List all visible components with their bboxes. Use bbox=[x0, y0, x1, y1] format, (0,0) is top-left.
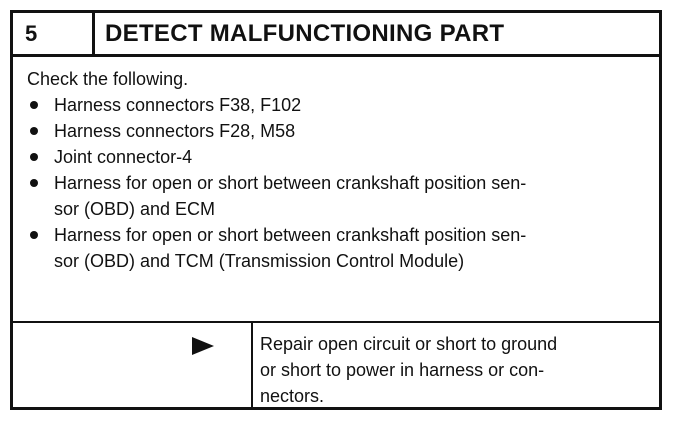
intro-text: Check the following. bbox=[27, 69, 189, 89]
step-header: 5 DETECT MALFUNCTIONING PART bbox=[13, 13, 659, 57]
list-item: Harness for open or short between cranks… bbox=[27, 222, 649, 274]
right-arrow-icon bbox=[192, 337, 214, 355]
list-item: Harness for open or short between cranks… bbox=[27, 170, 649, 222]
result-text: Repair open circuit or short to ground o… bbox=[260, 331, 640, 409]
check-list: Harness connectors F38, F102 Harness con… bbox=[27, 92, 659, 274]
result-line: Repair open circuit or short to ground bbox=[260, 334, 558, 354]
item-line: Harness connectors F28, M58 bbox=[54, 121, 296, 141]
bullet-icon bbox=[30, 101, 38, 109]
step-result-row: Repair open circuit or short to ground o… bbox=[13, 323, 659, 407]
procedure-step-box: 5 DETECT MALFUNCTIONING PART Check the f… bbox=[10, 10, 662, 410]
result-line: nectors. bbox=[260, 386, 325, 406]
arrow-cell bbox=[13, 323, 253, 407]
step-number: 5 bbox=[13, 13, 95, 54]
bullet-icon bbox=[30, 153, 38, 161]
item-line: Harness for open or short between cranks… bbox=[54, 225, 527, 245]
bullet-icon bbox=[30, 127, 38, 135]
list-item: Joint connector-4 bbox=[27, 144, 649, 170]
list-item: Harness connectors F38, F102 bbox=[27, 92, 649, 118]
list-item: Harness connectors F28, M58 bbox=[27, 118, 649, 144]
bullet-icon bbox=[30, 231, 38, 239]
bullet-icon bbox=[30, 179, 38, 187]
item-line: Joint connector-4 bbox=[54, 147, 193, 167]
step-body: Check the following. Harness connectors … bbox=[13, 57, 659, 323]
item-line: sor (OBD) and TCM (Transmission Control … bbox=[54, 251, 465, 271]
item-line: Harness connectors F38, F102 bbox=[54, 95, 302, 115]
item-line: Harness for open or short between cranks… bbox=[54, 173, 527, 193]
result-line: or short to power in harness or con- bbox=[260, 360, 545, 380]
step-title: DETECT MALFUNCTIONING PART bbox=[105, 20, 505, 47]
item-line: sor (OBD) and ECM bbox=[54, 199, 216, 219]
